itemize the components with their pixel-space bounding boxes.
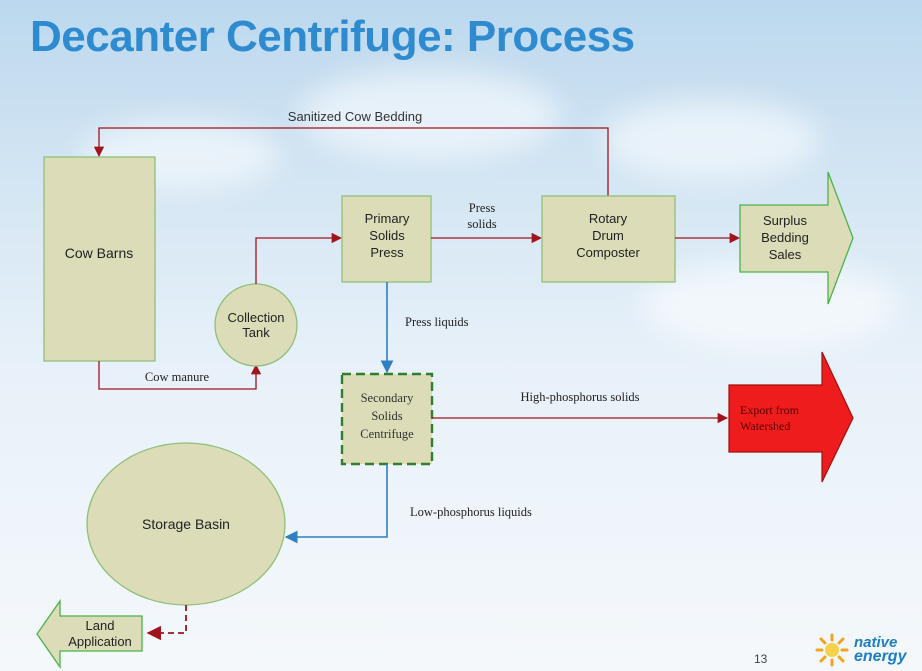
logo-text-energy: energy: [854, 648, 907, 665]
collection-tank-label-2: Tank: [242, 325, 270, 340]
export-watershed-arrow-shape: [728, 351, 854, 483]
basin-to-land-arrow: [146, 605, 187, 641]
logo-text-native: native: [854, 634, 898, 651]
low-p-liquids-label: Low-phosphorus liquids: [410, 505, 532, 519]
primary-press-label-1: Primary: [365, 211, 410, 226]
primary-press-box: [341, 195, 432, 283]
secondary-centrifuge-label-3: Centrifuge: [360, 427, 414, 441]
sun-icon: [815, 633, 849, 667]
collection-tank-label-1: Collection: [227, 310, 284, 325]
page-number: 13: [754, 652, 768, 666]
rotary-composter-label-3: Composter: [576, 245, 640, 260]
tank-to-press-arrow: [255, 232, 343, 284]
export-label-2: Watershed: [740, 419, 790, 433]
cloud: [600, 100, 820, 180]
surplus-sales-label-1: Surplus: [763, 213, 808, 228]
low-p-liquids-arrow: [284, 464, 388, 544]
slide-title: Decanter Centrifuge: Process: [30, 12, 635, 61]
primary-press-label-3: Press: [370, 245, 404, 260]
press-solids-label-2: solids: [467, 217, 496, 231]
rotary-composter-label-2: Drum: [592, 228, 624, 243]
surplus-sales-label-3: Sales: [769, 247, 802, 262]
secondary-centrifuge-box: [340, 372, 434, 466]
press-liquids-label: Press liquids: [405, 315, 469, 329]
rotary-composter-label-1: Rotary: [589, 211, 628, 226]
cloud: [300, 70, 560, 160]
surplus-bedding-sales-arrow-shape: [739, 171, 854, 305]
high-p-solids-label: High-phosphorus solids: [520, 390, 639, 404]
cow-barns-box: [43, 156, 156, 362]
export-label-1: Export from: [740, 403, 800, 417]
rotary-composter-box: [541, 195, 676, 283]
cow-barns-label: Cow Barns: [65, 245, 133, 261]
land-application-label-1: Land: [86, 618, 115, 633]
sanitized-bedding-arrow: [93, 127, 609, 196]
sanitized-bedding-label: Sanitized Cow Bedding: [288, 109, 422, 124]
land-application-label-2: Application: [68, 634, 132, 649]
secondary-centrifuge-label-2: Solids: [371, 409, 402, 423]
land-application-arrow-shape: [36, 598, 143, 670]
native-energy-logo: native energy: [814, 633, 918, 667]
cow-manure-arrow: [98, 361, 262, 390]
primary-press-label-2: Solids: [369, 228, 405, 243]
cow-manure-label: Cow manure: [145, 370, 210, 384]
press-solids-label-1: Press: [469, 201, 496, 215]
surplus-sales-label-2: Bedding: [761, 230, 809, 245]
storage-basin-label: Storage Basin: [142, 516, 230, 532]
cloud: [640, 260, 900, 350]
secondary-centrifuge-label-1: Secondary: [361, 391, 415, 405]
